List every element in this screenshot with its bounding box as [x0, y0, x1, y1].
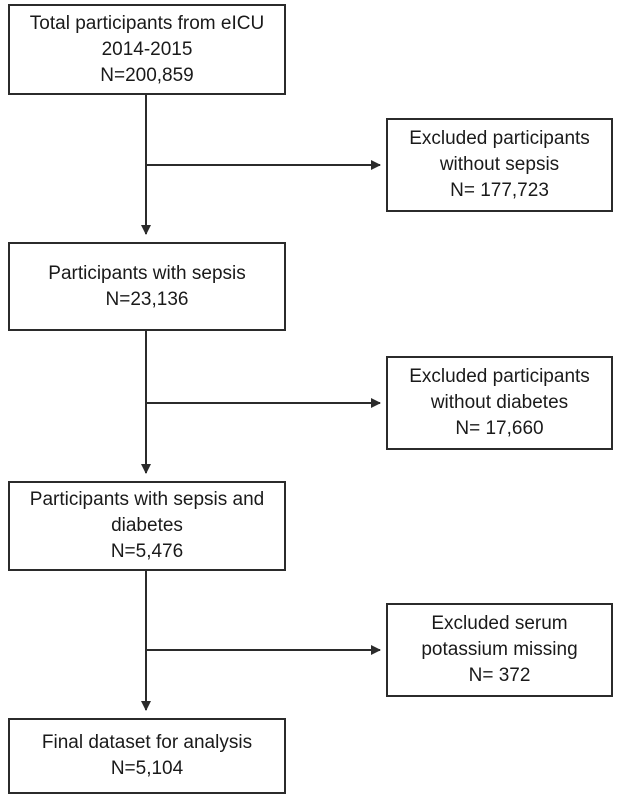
step-1-line-2: 2014-2015: [101, 38, 193, 60]
step-box-participants-with-sepsis: Participants with sepsis N=23,136: [8, 242, 286, 331]
exclusion-1-line-3: N= 177,723: [450, 180, 549, 201]
step-2-line-1: Participants with sepsis: [48, 262, 246, 284]
step-box-total-participants: Total participants from eICU 2014-2015 N…: [8, 4, 286, 95]
exclusion-3-line-1: Excluded serum: [431, 613, 568, 634]
step-1-line-3: N=200,859: [100, 64, 194, 86]
exclusion-box-without-sepsis: Excluded participants without sepsis N= …: [386, 118, 613, 212]
step-2-line-2: N=23,136: [105, 288, 189, 310]
exclusion-1-line-1: Excluded participants: [409, 128, 590, 149]
exclusion-2-line-3: N= 17,660: [455, 418, 544, 439]
step-4-line-1: Final dataset for analysis: [41, 732, 253, 753]
exclusion-2-line-1: Excluded participants: [409, 366, 590, 387]
step-3-line-3: N=5,476: [110, 541, 184, 562]
step-4-line-2: N=5,104: [110, 758, 184, 779]
step-3-line-2: diabetes: [111, 515, 183, 536]
step-box-sepsis-and-diabetes: Participants with sepsis and diabetes N=…: [8, 481, 286, 571]
exclusion-1-line-2: without sepsis: [439, 154, 560, 175]
exclusion-2-line-2: without diabetes: [430, 392, 569, 413]
exclusion-box-potassium-missing: Excluded serum potassium missing N= 372: [386, 603, 613, 697]
step-3-line-1: Participants with sepsis and: [29, 489, 265, 510]
step-1-line-1: Total participants from eICU: [29, 12, 265, 34]
exclusion-3-line-3: N= 372: [468, 665, 531, 686]
step-box-final-dataset: Final dataset for analysis N=5,104: [8, 718, 286, 794]
exclusion-3-line-2: potassium missing: [421, 639, 578, 660]
exclusion-box-without-diabetes: Excluded participants without diabetes N…: [386, 356, 613, 450]
